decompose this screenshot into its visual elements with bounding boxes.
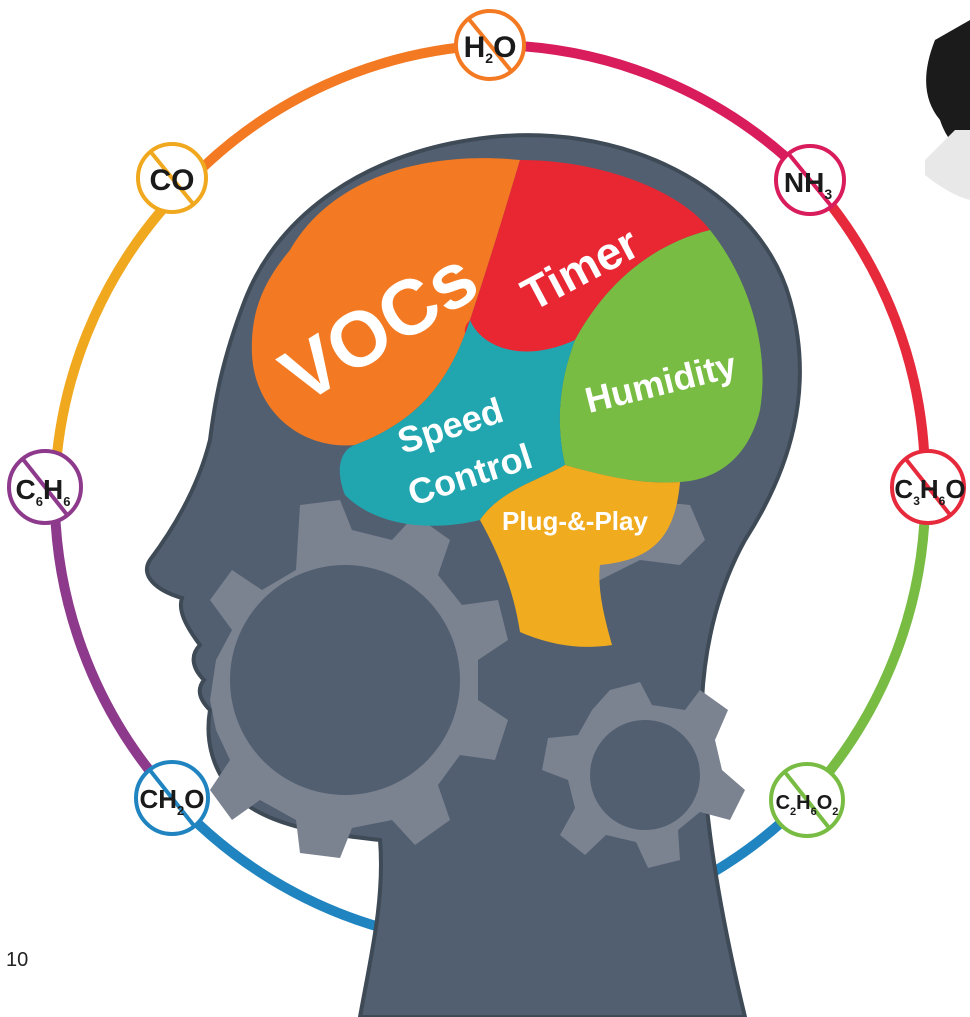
ring-segment-gold xyxy=(50,176,194,481)
ring-segment-green xyxy=(801,479,931,804)
badge-co: CO xyxy=(136,142,208,214)
gear-right xyxy=(542,682,745,868)
svg-text:H2O: H2O xyxy=(464,31,517,66)
ring-segment-red xyxy=(806,176,930,481)
region-vocs xyxy=(251,158,520,446)
brain-regions xyxy=(251,158,763,647)
region-timer xyxy=(464,160,710,361)
badge-ch2o: CH2O xyxy=(134,760,210,836)
badge-nh3: NH3 xyxy=(774,144,846,216)
region-humidity xyxy=(559,230,763,483)
ring-segment-crimson xyxy=(489,40,814,184)
label-plug-play: Plug-&-Play xyxy=(502,506,648,536)
badge-c2h6o2: C2H6O2 xyxy=(769,762,845,838)
svg-text:CH2O: CH2O xyxy=(139,784,204,818)
svg-text:C3H6O: C3H6O xyxy=(894,474,965,508)
product-image xyxy=(925,20,970,200)
svg-text:C2H6O2: C2H6O2 xyxy=(776,792,839,818)
svg-text:NH3: NH3 xyxy=(784,167,832,202)
badge-h2o: H2O xyxy=(454,9,526,81)
gas-ring xyxy=(49,40,931,935)
region-plug-play xyxy=(480,465,680,647)
svg-text:CO: CO xyxy=(150,164,195,197)
ring-segment-purple xyxy=(49,479,174,799)
svg-text:C6H6: C6H6 xyxy=(16,474,71,509)
gear-large xyxy=(210,500,508,858)
page-number: 10 xyxy=(6,949,28,971)
region-speed-control xyxy=(339,320,575,526)
badge-c3h6o: C3H6O xyxy=(890,449,966,525)
badge-c6h6: C6H6 xyxy=(7,449,83,525)
ring-segment-orange xyxy=(186,40,491,184)
